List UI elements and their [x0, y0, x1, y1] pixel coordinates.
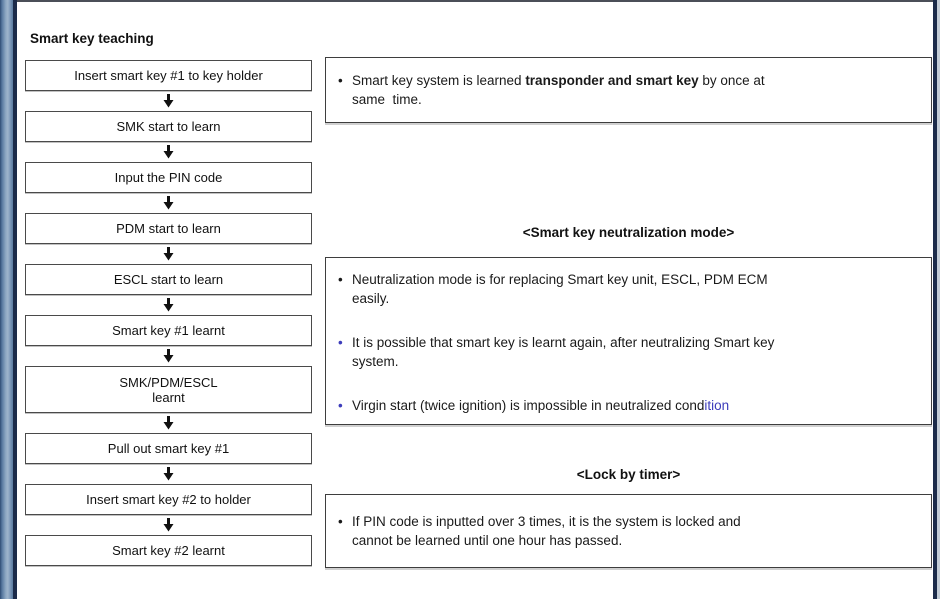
flow-step: SMK start to learn — [25, 111, 312, 142]
right-edge-sliver — [937, 0, 940, 599]
bullet-item: • Smart key system is learned transponder… — [338, 71, 917, 109]
bullet-item: • Neutralization mode is for replacing Sm… — [338, 270, 917, 308]
info-box: • Smart key system is learned transponder… — [325, 57, 932, 123]
bullet-marker: • — [338, 272, 343, 287]
bullet-marker: • — [338, 398, 343, 413]
flow-step: PDM start to learn — [25, 213, 312, 244]
down-arrow-icon — [25, 515, 312, 535]
lock-by-timer-box: • If PIN code is inputted over 3 times, i… — [325, 494, 932, 568]
bullet-marker: • — [338, 73, 343, 88]
bullet-text: Neutralization mode is for replacing Sma… — [352, 272, 768, 306]
neutralization-heading: <Smart key neutralization mode> — [522, 225, 735, 240]
flow-step: Input the PIN code — [25, 162, 312, 193]
bullet-marker: • — [338, 335, 343, 350]
neutralization-box: • Neutralization mode is for replacing Sm… — [325, 257, 932, 425]
bullet-text: It is possible that smart key is learnt … — [352, 335, 775, 369]
bullet-text: Smart key system is learned transponder … — [352, 73, 765, 107]
down-arrow-icon — [25, 295, 312, 315]
left-navy-border — [13, 0, 17, 599]
down-arrow-icon — [25, 413, 312, 433]
flow-step: Insert smart key #1 to key holder — [25, 60, 312, 91]
bullet-text: If PIN code is inputted over 3 times, it… — [352, 514, 741, 548]
right-navy-border — [933, 0, 937, 599]
down-arrow-icon — [25, 142, 312, 162]
down-arrow-icon — [25, 346, 312, 366]
flow-step: Insert smart key #2 to holder — [25, 484, 312, 515]
bullet-item: • Virgin start (twice ignition) is imposs… — [338, 396, 917, 415]
bullet-text: Virgin start (twice ignition) is impossi… — [352, 398, 730, 413]
left-decoration-strip — [0, 0, 13, 599]
flow-step: Smart key #1 learnt — [25, 315, 312, 346]
flow-step: SMK/PDM/ESCL learnt — [25, 366, 312, 413]
lock-by-timer-heading: <Lock by timer> — [576, 467, 681, 482]
flow-step: ESCL start to learn — [25, 264, 312, 295]
down-arrow-icon — [25, 464, 312, 484]
flow-step: Smart key #2 learnt — [25, 535, 312, 566]
flow-step: Pull out smart key #1 — [25, 433, 312, 464]
bullet-item: • If PIN code is inputted over 3 times, i… — [338, 512, 917, 550]
bullet-item: • It is possible that smart key is learnt… — [338, 333, 917, 371]
down-arrow-icon — [25, 193, 312, 213]
page-title: Smart key teaching — [30, 31, 154, 46]
down-arrow-icon — [25, 91, 312, 111]
bullet-marker: • — [338, 514, 343, 529]
top-edge-line — [0, 0, 940, 2]
down-arrow-icon — [25, 244, 312, 264]
